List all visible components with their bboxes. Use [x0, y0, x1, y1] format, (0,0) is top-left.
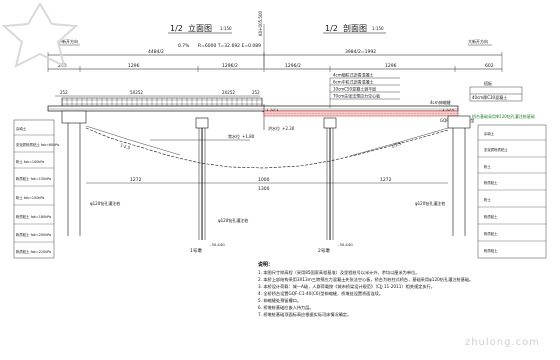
dim-1272-right: 1272 [380, 177, 392, 183]
pier-1 [195, 117, 209, 240]
pavement-layer-notes: 4cm细粒式沥青混凝土 6cm中粒式沥青混凝土 10cmC50混凝土调平层 70… [329, 72, 400, 108]
dim-total-right: 3984/2=1992 [345, 49, 376, 55]
dim-1296-d: 1296 [385, 63, 397, 69]
dim-1296-b: 1296/2 [222, 63, 238, 69]
dim-602: 602 [485, 63, 494, 69]
level-label: 洪水位 [268, 125, 280, 131]
layer-note-1: 4cm细粒式沥青混凝土 [333, 72, 374, 78]
riverbed-profile [85, 127, 449, 169]
abutment-slab-note: 搭板 40cm厚C30混凝土 [469, 80, 523, 102]
section-scale: 1:150 [372, 26, 384, 31]
pile-label-left: φ120钻孔灌注桩 [90, 200, 120, 206]
abutment-box-title: 搭板 [484, 80, 492, 86]
slope-label: 0.7% [178, 43, 190, 49]
slope-ratio-left: 1:2.5 [120, 142, 132, 150]
dim-1296-a: 1296 [128, 63, 140, 69]
right-foundation-note: 桥台基础采用Φ120钻孔灌注桩基础 [472, 113, 535, 119]
elevation-title: 1/2 [170, 24, 183, 33]
note-line-7: 7. 桥墩桩基础顶面标高应根据实际河床情况确定。 [258, 312, 352, 317]
pile-label-right: φ120钻孔灌注桩 [415, 200, 445, 206]
note-line-3: 3. 本桥设计荷载：城—A级，人群荷载按《城市桥梁设计规范》（CJJ 11-20… [258, 284, 435, 289]
soil-right-7: 粉质粘土 [484, 231, 498, 236]
curve-label: R=6000 T=32.692 E=0.089 [198, 43, 261, 49]
watermark-text: zhulong.com [464, 337, 540, 348]
note-line-2: 2. 本桥上部结构采用3X13m三跨预应力混凝土先张法空心板，桥台为桩柱式桥台，… [258, 277, 474, 282]
pier-2-label: 2号墩 [318, 247, 330, 254]
joint-label: 4cm伸缩缝 [430, 99, 451, 105]
right-direction-label: 大新开方向 [468, 38, 488, 44]
soil-left-8: 粉质粘土 fak=220kPa [16, 249, 51, 254]
soil-right-3: 粉土 [484, 164, 491, 169]
soil-right-8: 粉质粘土 [484, 248, 498, 253]
soil-column-right: 杂填土 淤泥质粉质粘土 粉土 粉质粘土 粉土 粉质粘土 粉质粘土 粉质粘土 [477, 124, 547, 259]
pier-bottom-right: -30.440 [338, 242, 353, 247]
note-line-6: 6. 桥墩桩基础应嵌入持力层。 [258, 305, 314, 310]
pier-2 [323, 117, 337, 240]
dim-1300: 1300 [258, 186, 270, 192]
soil-right-6: 粉质粘土 [484, 214, 498, 219]
slope-ratio-right: 1:2.5 [391, 141, 403, 149]
pier-1-label: 1号墩 [190, 247, 202, 254]
abutment-left [61, 110, 87, 236]
slope-line-right [349, 127, 449, 157]
dim-1000: 1000 [258, 177, 270, 183]
railing-2x252: 2X252 [222, 90, 235, 95]
section-title: 1/2 [325, 24, 338, 33]
pile-label-mid: φ120钻孔灌注桩 [218, 217, 248, 223]
note-line-1: 1. 本图尺寸除高程（采用85国家高程基准）及里程桩号以米计外，余均以厘米为单位… [258, 270, 420, 275]
left-direction-label: 小新开方向 [58, 38, 78, 44]
abutment-right [447, 115, 471, 236]
elevation-180: +1.80 [242, 134, 255, 139]
soil-right-5: 粉土 [484, 197, 491, 202]
note-line-4: 4. 全桥桥台设置GQF-C1-40(C6)型伸缩缝，桥墩处设置桥面连续。 [258, 291, 384, 296]
design-notes: 说明： 1. 本图尺寸除高程（采用85国家高程基准）及里程桩号以米计外，余均以厘… [258, 262, 488, 318]
soil-column-left: 杂填土 淤泥质粉质粘土 fak=60kPa 粉土 fak=100kPa 粉质粘土… [13, 119, 59, 259]
railing-posts [61, 98, 263, 106]
soil-left-5: 粉土 fak=150kPa [16, 195, 44, 200]
soil-left-4: 粉质粘土 fak=150kPa [16, 176, 51, 181]
railing-252-b: 252 [252, 90, 260, 95]
railing-5x252: 5X252 [130, 90, 143, 95]
elevation-230: +2.30 [282, 126, 295, 131]
section-label: 剖面图 [343, 23, 367, 33]
water-label: 常水位 [228, 133, 240, 139]
dim-total-left: 4484/2 [148, 49, 164, 55]
soil-left-1: 杂填土 [16, 126, 27, 131]
soil-right-1: 杂填土 [484, 131, 495, 136]
abutment-box-text: 40cm厚C30混凝土 [472, 94, 507, 100]
soil-left-2: 淤泥质粉质粘土 fak=60kPa [16, 142, 59, 147]
soil-left-7: 粉质粘土 fak=200kPa [16, 232, 51, 237]
soil-right-2: 淤泥质粉质粘土 [484, 147, 508, 152]
top-stake: K0+005.500 [258, 10, 263, 36]
notes-title: 说明： [258, 262, 274, 268]
elevation-scale: 1:150 [220, 26, 232, 31]
layer-note-2: 6cm中粒式沥青混凝土 [333, 79, 374, 85]
note-line-5: 5. 伸缩缝处预留槽口。 [258, 298, 302, 303]
elevation-label: 立面图 [188, 23, 212, 33]
layer-note-3: 10cmC50混凝土调平层 [333, 86, 376, 92]
soil-left-3: 粉土 fak=100kPa [16, 159, 44, 164]
layer-note-4: 70cm先张法预应力空心板 [333, 93, 380, 99]
watermark-logo-icon [1, 2, 79, 68]
bridge-deck [47, 104, 459, 130]
section-slab [263, 110, 459, 117]
soil-right-4: 粉质粘土 [484, 180, 498, 185]
dim-1296-c: 1296/2 [285, 63, 301, 69]
soil-left-6: 粉质粘土 fak=180kPa [16, 214, 51, 219]
railing-252-a: 252 [60, 90, 68, 95]
pier-bottom-left: -30.440 [210, 242, 225, 247]
dim-1272-left: 1272 [130, 177, 142, 183]
slope-line-left [85, 125, 181, 156]
